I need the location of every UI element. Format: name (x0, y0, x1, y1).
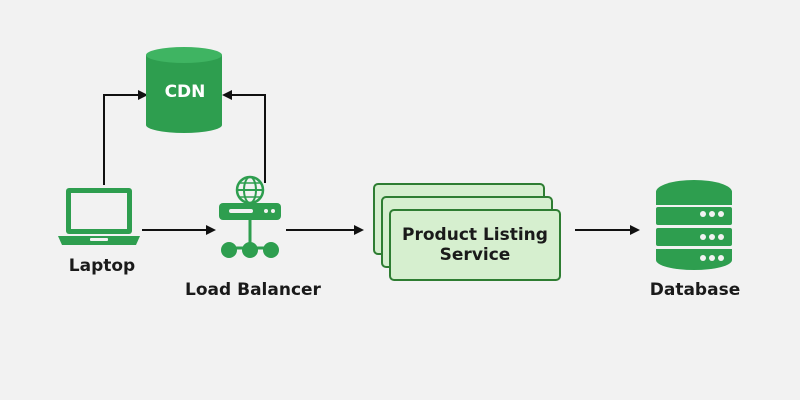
edge-load-balancer-to-cdn (222, 90, 266, 183)
laptop-icon (58, 188, 140, 245)
service-label-line1: Product Listing (402, 225, 548, 245)
laptop-label: Laptop (68, 256, 136, 276)
edge-laptop-to-cdn (103, 90, 148, 185)
server-database-icon (656, 180, 732, 270)
service-label-line2: Service (439, 245, 511, 265)
cdn-label: CDN (164, 82, 206, 102)
stacked-cards-icon (373, 183, 561, 281)
globe-network-icon (219, 175, 281, 258)
database-cylinder-icon (146, 47, 222, 133)
load-balancer-label: Load Balancer (185, 280, 321, 300)
edges (103, 90, 640, 235)
service-label: Product Listing Service (390, 210, 560, 280)
database-label: Database (649, 280, 741, 300)
